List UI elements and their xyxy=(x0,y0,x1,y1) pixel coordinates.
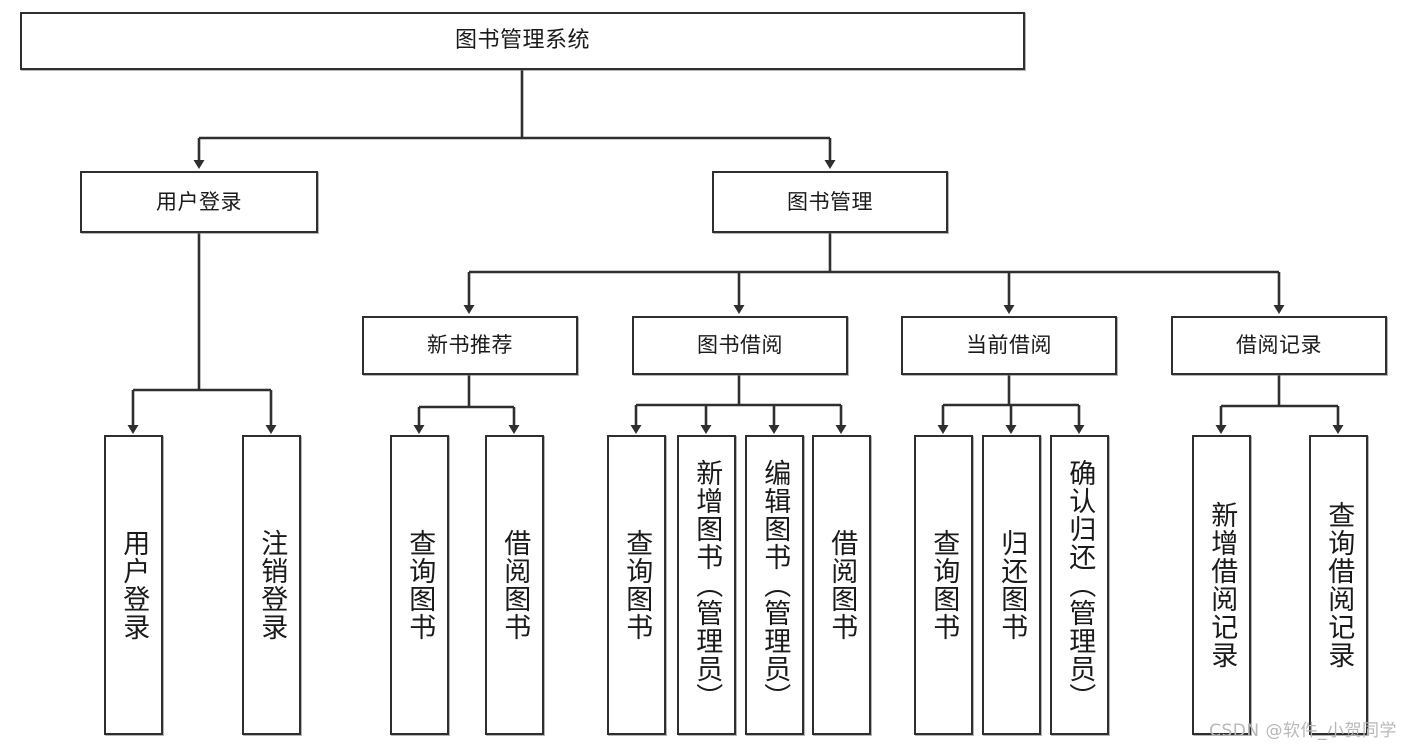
node-leaf-return-book[interactable]: 归还图书 xyxy=(982,435,1041,735)
node-leaf-query-book-borrow[interactable]: 查询图书 xyxy=(607,435,666,735)
node-label: 图书管理系统 xyxy=(454,28,590,54)
node-root-book-management-system[interactable]: 图书管理系统 xyxy=(20,12,1025,70)
node-leaf-edit-book-admin[interactable]: 编辑图书（管理员） xyxy=(745,435,804,735)
node-label: 图书借阅 xyxy=(697,333,783,358)
node-label: 确认归还（管理员） xyxy=(1064,459,1096,711)
node-borrow-record[interactable]: 借阅记录 xyxy=(1171,316,1387,375)
node-label: 归还图书 xyxy=(996,529,1028,641)
node-label: 注销登录 xyxy=(256,529,288,641)
node-leaf-user-login[interactable]: 用户登录 xyxy=(104,435,163,735)
node-leaf-add-book-admin[interactable]: 新增图书（管理员） xyxy=(677,435,736,735)
node-leaf-query-book-current[interactable]: 查询图书 xyxy=(914,435,973,735)
node-book-borrow[interactable]: 图书借阅 xyxy=(632,316,848,375)
node-label: 图书管理 xyxy=(787,189,873,214)
node-label: 查询借阅记录 xyxy=(1323,501,1355,669)
node-label: 查询图书 xyxy=(928,529,960,641)
node-leaf-query-book-recommend[interactable]: 查询图书 xyxy=(390,435,449,735)
node-leaf-add-borrow-record[interactable]: 新增借阅记录 xyxy=(1192,435,1251,735)
node-label: 借阅图书 xyxy=(826,529,858,641)
node-label: 查询图书 xyxy=(621,529,653,641)
node-current-borrow[interactable]: 当前借阅 xyxy=(901,316,1117,375)
node-label: 新增图书（管理员） xyxy=(691,459,723,711)
node-label: 借阅图书 xyxy=(499,529,531,641)
node-label: 当前借阅 xyxy=(966,333,1052,358)
node-leaf-query-borrow-record[interactable]: 查询借阅记录 xyxy=(1309,435,1368,735)
node-label: 用户登录 xyxy=(156,189,242,214)
node-label: 借阅记录 xyxy=(1236,333,1322,358)
node-label: 编辑图书（管理员） xyxy=(759,459,791,711)
node-label: 用户登录 xyxy=(118,529,150,641)
node-label: 新书推荐 xyxy=(427,333,513,358)
node-book-management[interactable]: 图书管理 xyxy=(712,171,948,233)
watermark-text: CSDN @软件_小贺同学 xyxy=(1209,721,1397,741)
node-label: 查询图书 xyxy=(404,529,436,641)
node-leaf-confirm-return-admin[interactable]: 确认归还（管理员） xyxy=(1050,435,1109,735)
node-leaf-logout[interactable]: 注销登录 xyxy=(242,435,301,735)
node-leaf-borrow-book[interactable]: 借阅图书 xyxy=(812,435,871,735)
node-label: 新增借阅记录 xyxy=(1206,501,1238,669)
node-user-login[interactable]: 用户登录 xyxy=(80,171,318,233)
node-leaf-borrow-book-recommend[interactable]: 借阅图书 xyxy=(485,435,544,735)
node-new-book-recommend[interactable]: 新书推荐 xyxy=(362,316,578,375)
